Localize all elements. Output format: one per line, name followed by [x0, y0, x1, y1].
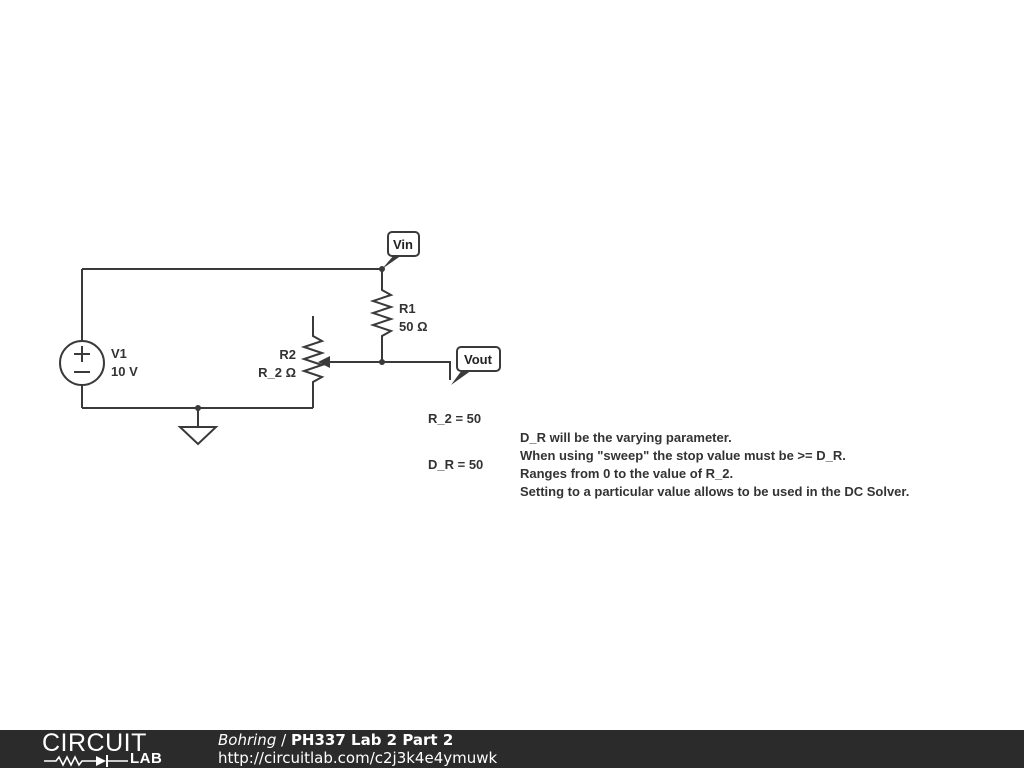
author-link[interactable]: Bohring	[218, 731, 277, 749]
r1-resistor	[369, 269, 395, 362]
logo-resistor-diode-icon	[44, 755, 128, 767]
v1-value: 10 V	[111, 364, 138, 379]
vout-label: Vout	[464, 352, 493, 367]
r1-value: 50 Ω	[399, 319, 428, 334]
note-line-2: When using "sweep" the stop value must b…	[520, 448, 846, 463]
circuit-url-link[interactable]: http://circuitlab.com/c2j3k4e4ymuwk	[218, 749, 498, 767]
param-r2: R_2 = 50	[428, 411, 481, 426]
circuitlab-logo[interactable]: CIRCUIT LAB	[42, 730, 182, 768]
r2-potentiometer	[300, 316, 326, 408]
ground-symbol	[177, 426, 219, 446]
title-separator: /	[276, 731, 291, 749]
note-line-3: Ranges from 0 to the value of R_2.	[520, 466, 733, 481]
vin-label: Vin	[393, 237, 413, 252]
vout-node-flag: Vout	[451, 346, 501, 385]
circuit-schematic: Vin Vout V1 10 V R1 50 Ω R2 R_2 Ω R_2 = …	[59, 231, 909, 499]
logo-text-lab: LAB	[130, 750, 163, 767]
v1-voltage-source	[59, 340, 105, 386]
vin-node-flag: Vin	[382, 231, 420, 269]
footer-bar: CIRCUIT LAB Bohring / PH337 Lab 2 Part 2…	[0, 730, 1024, 768]
junction-ground	[195, 405, 201, 411]
wire-vout	[382, 361, 451, 380]
r2-name: R2	[279, 347, 296, 362]
junction-vout	[379, 359, 385, 365]
footer-title: Bohring / PH337 Lab 2 Part 2	[218, 731, 453, 749]
r2-wiper-arrow	[318, 356, 330, 368]
r1-name: R1	[399, 301, 416, 316]
v1-name: V1	[111, 346, 127, 361]
project-title[interactable]: PH337 Lab 2 Part 2	[290, 731, 454, 749]
r2-value: R_2 Ω	[258, 365, 296, 380]
note-line-1: D_R will be the varying parameter.	[520, 430, 732, 445]
logo-text-circuit: CIRCUIT	[42, 729, 147, 757]
note-line-4: Setting to a particular value allows to …	[520, 484, 909, 499]
param-dr: D_R = 50	[428, 457, 483, 472]
